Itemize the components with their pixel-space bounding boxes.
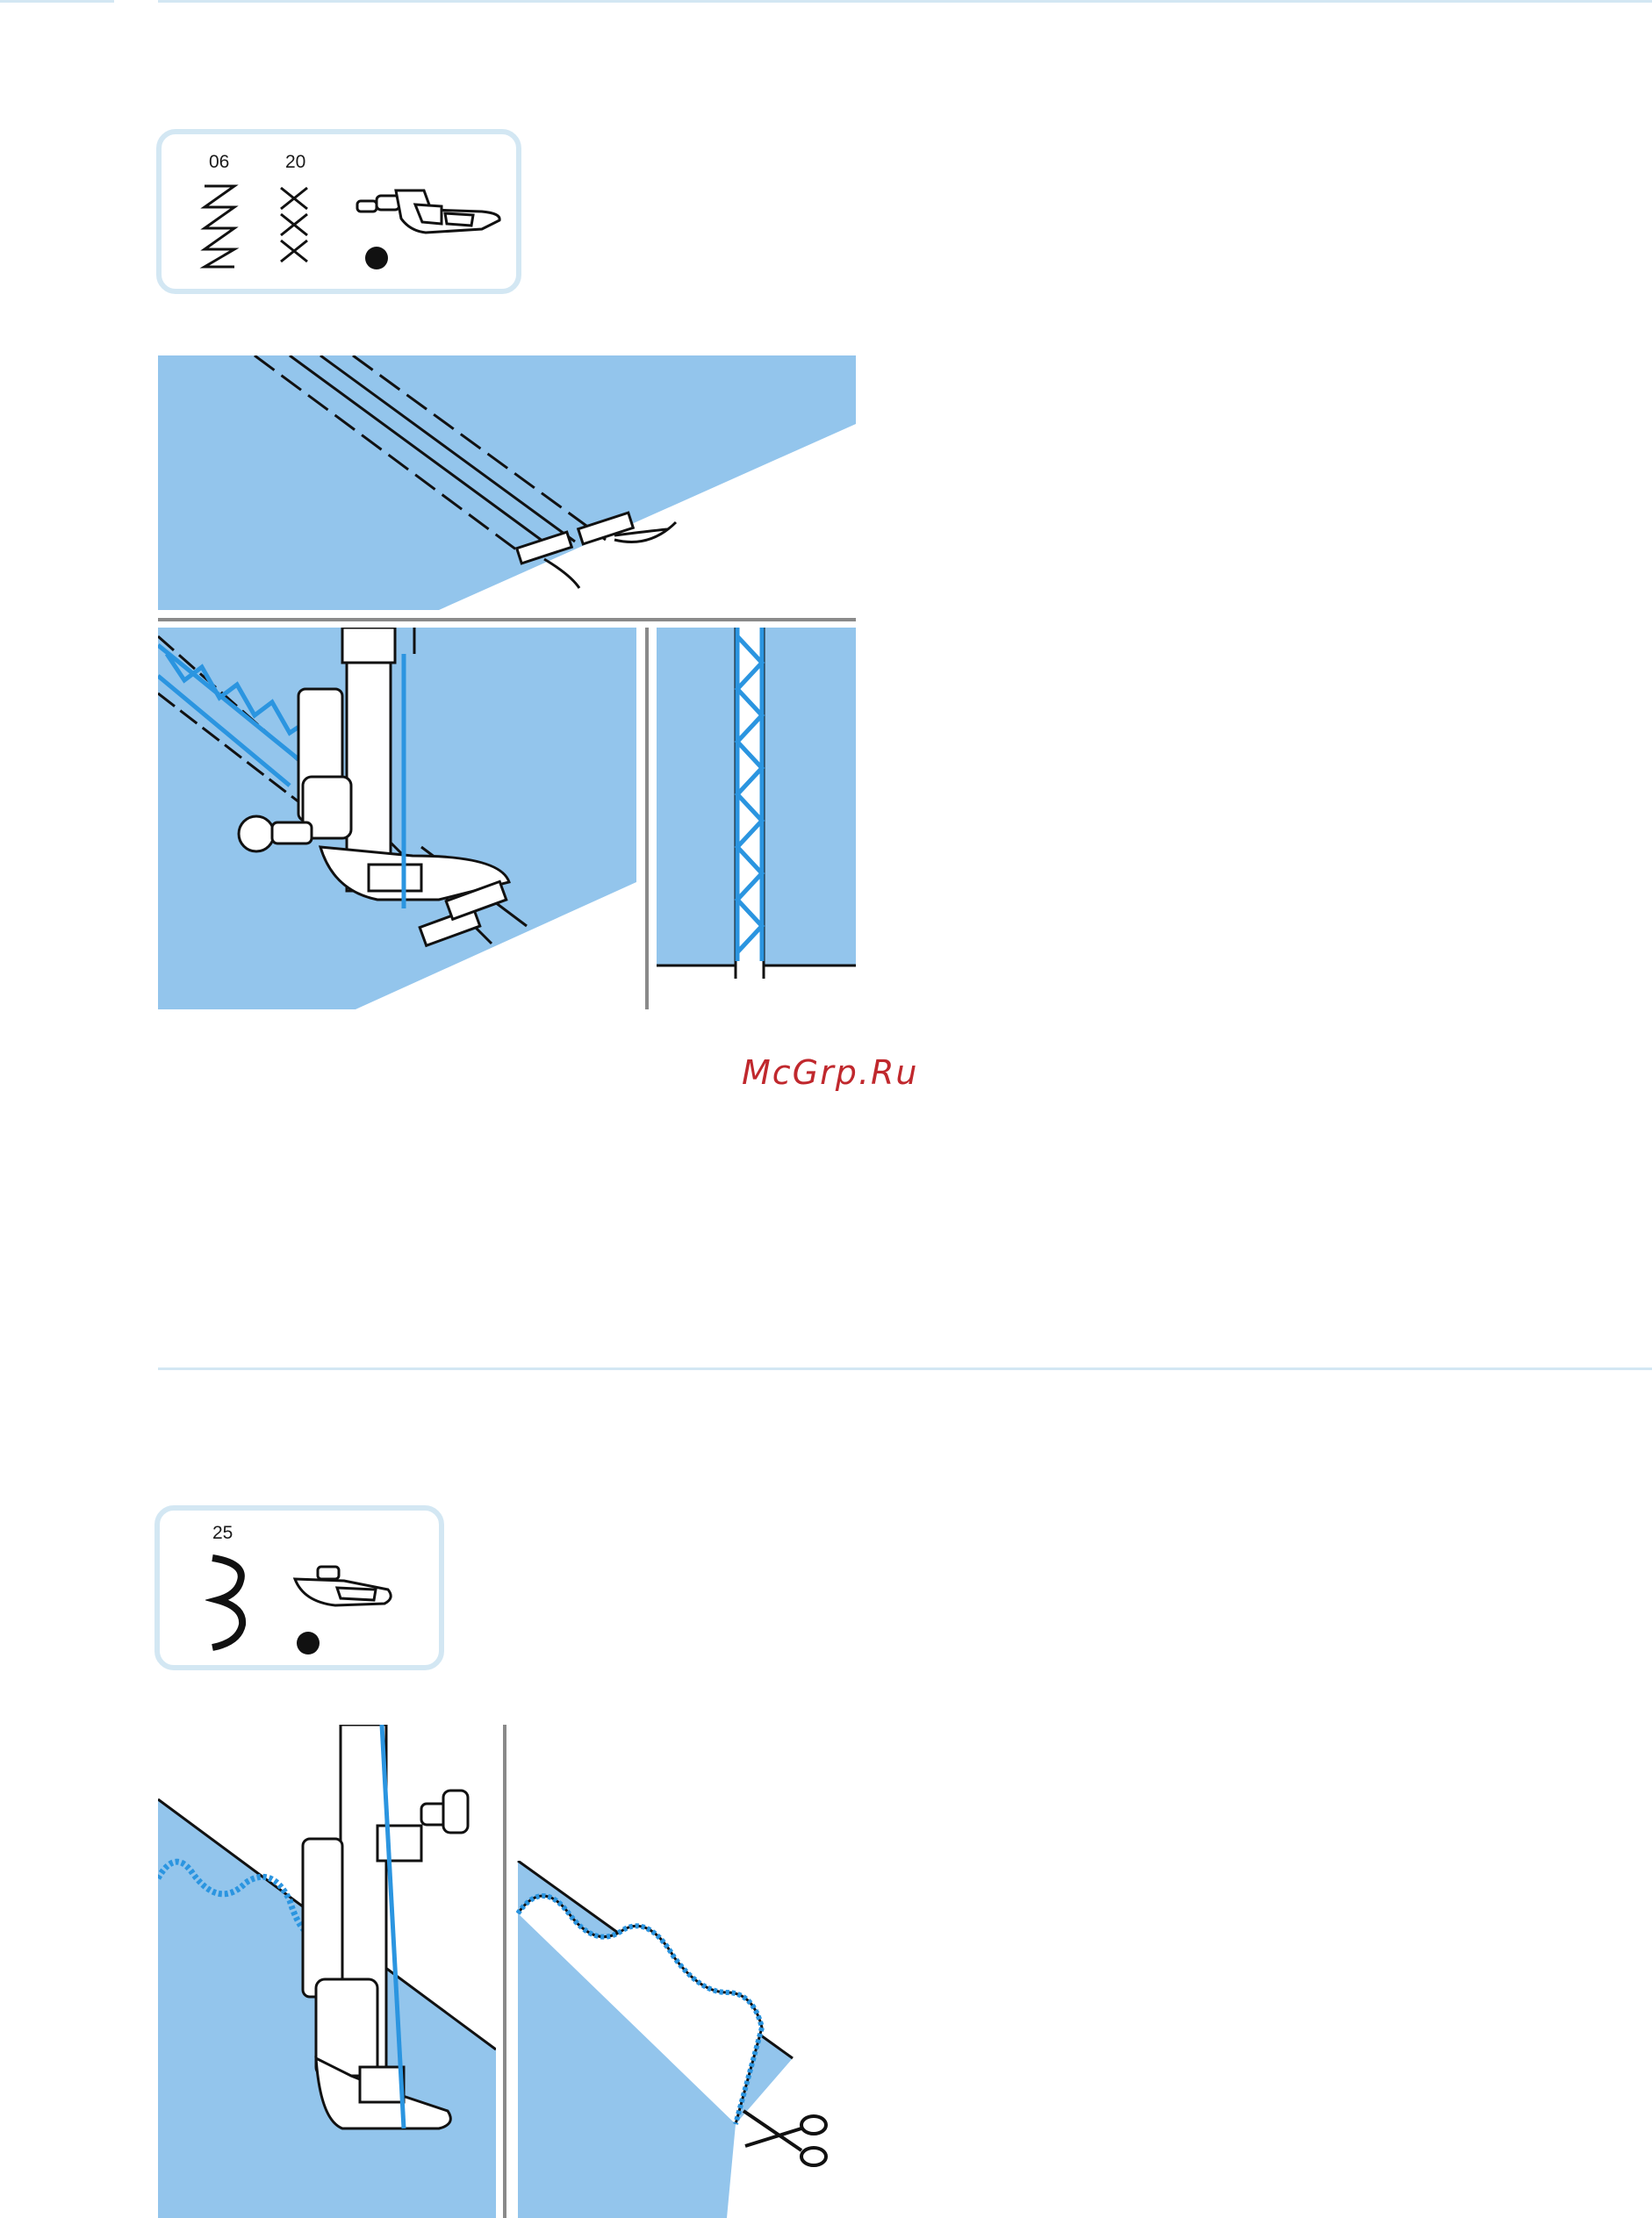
scallop-stitch-icon [205,1554,249,1651]
panel-divider-vertical-2 [503,1725,506,2218]
illustration-sewing-zigzag [158,628,636,1009]
top-rule-right [158,0,1652,3]
top-rule-left [0,0,114,3]
stitch-number-25: 25 [212,1523,233,1544]
panel-divider-vertical [645,628,649,1009]
stitch-number-06: 06 [209,152,229,173]
illustration-fabric-seam [158,355,856,610]
selected-dot-icon-2 [297,1632,320,1655]
illustration-trimming-scallop [516,1861,867,2218]
stitch-selector-box-1: 06 20 [156,129,521,294]
stitch-selector-box-2: 25 [154,1505,444,1670]
scissors-icon [740,2102,837,2181]
watermark-text: McGrp.Ru [742,1053,918,1092]
selected-dot-icon [365,247,388,269]
section-divider [158,1367,1652,1370]
cross-stitch-icon [274,183,314,270]
illustration-sewing-scallop [158,1725,496,2218]
presser-foot-icon-small [291,1563,397,1625]
stitch-number-20: 20 [285,152,305,173]
zigzag-stitch-icon [199,183,240,270]
panel-separator [158,618,856,621]
illustration-finished-seam [657,628,856,979]
